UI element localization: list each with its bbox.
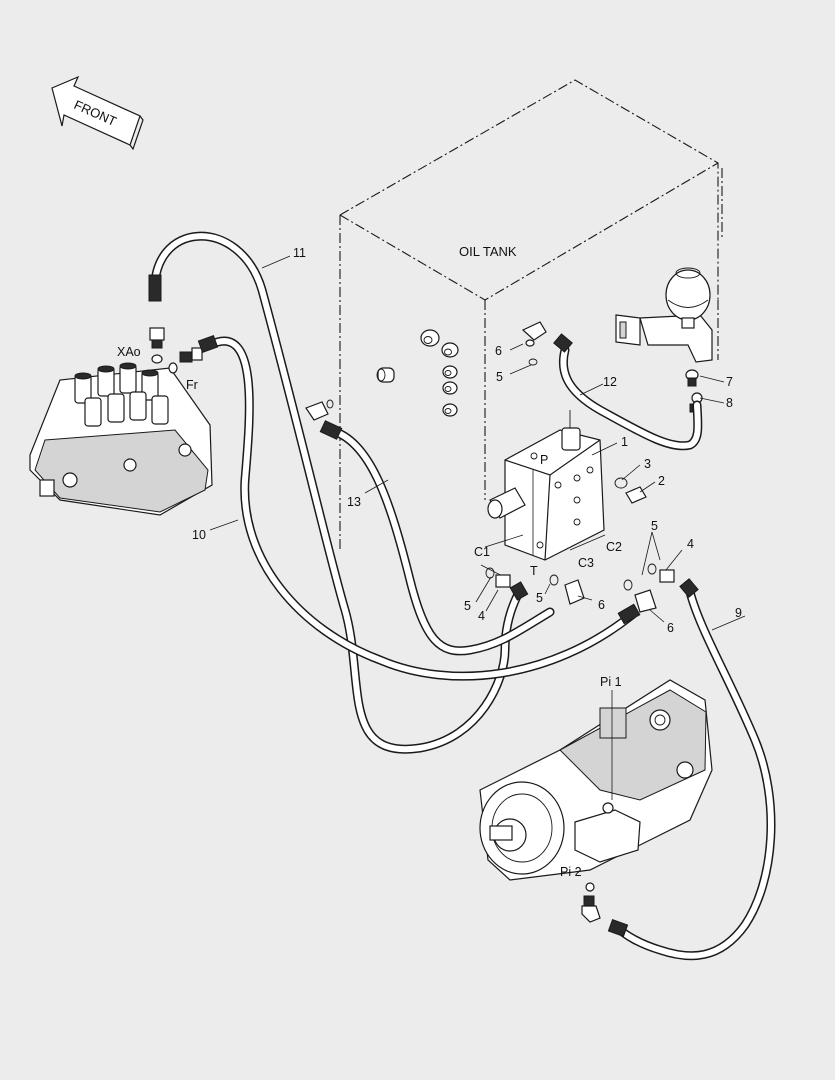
accumulator-assembly (615, 267, 713, 413)
port-c2-label: C2 (606, 540, 622, 554)
hose-12 (558, 345, 703, 451)
port-p-label: P (540, 453, 548, 467)
callout-5-right: 5 (651, 519, 658, 533)
callout-5-mid: 5 (536, 591, 543, 605)
pilot-valve-block: P T C1 C2 C3 (474, 410, 622, 581)
hose-9 (613, 587, 776, 961)
leader-lines (209, 255, 746, 631)
pi2-fitting (581, 882, 601, 923)
oil-tank-label: OIL TANK (459, 244, 517, 259)
callout-6-top: 6 (495, 344, 502, 358)
callout-5-top: 5 (496, 370, 503, 384)
callout-6-right: 6 (667, 621, 674, 635)
fr-fitting (168, 347, 203, 374)
callout-4-left: 4 (478, 609, 485, 623)
control-valve: XAo Fr (29, 327, 213, 516)
callout-11: 11 (293, 246, 306, 260)
valve-spools (74, 362, 169, 427)
front-arrow: FRONT (51, 75, 144, 151)
callout-4-right: 4 (687, 537, 694, 551)
port-pi2-label: Pi 2 (560, 865, 582, 879)
main-pump: Pi 1 Pi 2 (479, 675, 713, 923)
callout-10: 10 (192, 528, 206, 542)
callout-numbers: 1 2 3 4 4 5 5 5 5 6 6 6 7 8 9 10 11 12 1… (192, 246, 742, 635)
port-t-label: T (530, 564, 538, 578)
callout-8: 8 (726, 396, 733, 410)
small-fittings (305, 321, 675, 613)
port-c3-label: C3 (578, 556, 594, 570)
hose-13 (325, 425, 555, 656)
callout-6-mid: 6 (598, 598, 605, 612)
callout-1: 1 (621, 435, 628, 449)
port-c1-label: C1 (474, 545, 490, 559)
port-pi1-label: Pi 1 (600, 675, 622, 689)
tank-ports (376, 329, 459, 417)
port-xao-label: XAo (117, 345, 141, 359)
oil-tank-outline: OIL TANK (339, 79, 723, 550)
port-fr-label: Fr (186, 378, 198, 392)
callout-5-left: 5 (464, 599, 471, 613)
hose-end-fittings (148, 274, 699, 938)
callout-9: 9 (735, 606, 742, 620)
callout-3: 3 (644, 457, 651, 471)
callout-13: 13 (347, 495, 361, 509)
xao-fitting (149, 327, 165, 364)
callout-2: 2 (658, 474, 665, 488)
hose-10 (205, 336, 637, 681)
callout-7: 7 (726, 375, 733, 389)
callout-12: 12 (603, 375, 617, 389)
